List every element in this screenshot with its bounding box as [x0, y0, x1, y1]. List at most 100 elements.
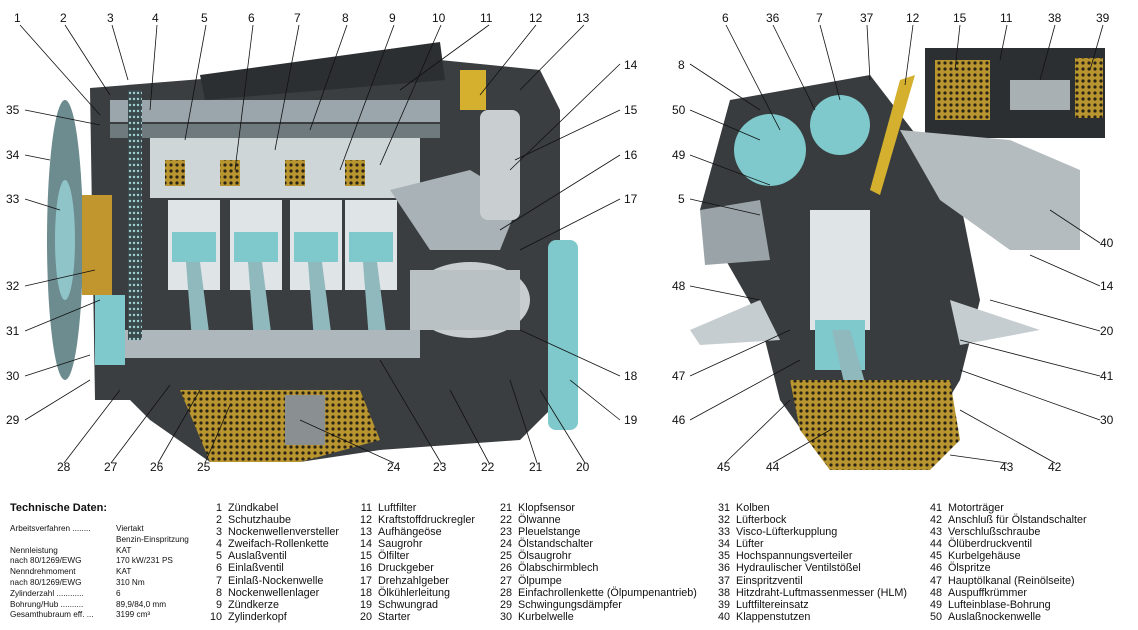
part-name: Zylinderkopf	[228, 610, 287, 623]
part-name: Luftfiltereinsatz	[736, 598, 809, 611]
tech-key: Gesamthubraum eff. ...	[10, 610, 94, 620]
part-number: 14	[359, 538, 372, 551]
tech-key: nach 80/1269/EWG	[10, 577, 82, 587]
technical-data-title: Technische Daten:	[10, 502, 107, 514]
callout-19: 19	[624, 413, 638, 427]
callout-21: 21	[529, 460, 543, 474]
cross-section-view	[690, 48, 1105, 470]
part-name: Ölpumpe	[518, 574, 562, 587]
part-name: Ölkühlerleitung	[378, 586, 451, 599]
part-number: 23	[499, 526, 512, 539]
callout-23: 23	[433, 460, 447, 474]
callout-35: 35	[6, 103, 20, 117]
tech-value: 3199 cm³	[116, 610, 151, 620]
callout-29: 29	[6, 413, 20, 427]
tech-value: KAT	[116, 545, 132, 555]
callout-r-38: 38	[1048, 11, 1062, 25]
callout-r-12: 12	[906, 11, 920, 25]
callout-2: 2	[60, 11, 67, 25]
callout-28: 28	[57, 460, 71, 474]
part-name: Klopfsensor	[518, 502, 576, 514]
part-number: 40	[717, 610, 730, 623]
part-number: 9	[215, 598, 222, 611]
part-name: Auslaßventil	[228, 550, 287, 563]
part-name: Hochspannungsverteiler	[736, 550, 853, 563]
callout-r-36: 36	[766, 11, 780, 25]
callout-r-8: 8	[678, 58, 685, 72]
part-name: Drehzahlgeber	[378, 574, 449, 587]
callout-r-41: 41	[1100, 369, 1114, 383]
part-number: 36	[717, 562, 730, 575]
tech-value: Viertakt	[116, 524, 144, 533]
side-cutaway-view	[47, 42, 578, 462]
part-name: Hydraulischer Ventilstößel	[736, 562, 861, 575]
callout-16: 16	[624, 148, 638, 162]
part-name: Ölwanne	[518, 514, 561, 527]
callout-12: 12	[529, 11, 543, 25]
part-number: 1	[215, 502, 222, 514]
tech-key	[10, 535, 116, 546]
part-number: 35	[717, 550, 730, 563]
part-name: Starter	[378, 610, 411, 623]
callout-1: 1	[14, 11, 21, 25]
part-number: 16	[359, 562, 372, 575]
callout-r-30: 30	[1100, 413, 1114, 427]
part-name: Lüfter	[736, 538, 764, 551]
part-name: Klappenstutzen	[736, 610, 811, 623]
part-entry: 35 Hochspannungsverteiler	[708, 550, 907, 562]
callout-3: 3	[107, 11, 114, 25]
callout-17: 17	[624, 192, 638, 206]
part-name: Ölspritze	[948, 562, 991, 575]
part-name: Aufhängeöse	[378, 526, 442, 539]
callout-r-14: 14	[1100, 279, 1114, 293]
callout-r-11: 11	[1000, 11, 1013, 25]
callout-r-37: 37	[860, 11, 874, 25]
callout-r-44: 44	[766, 460, 780, 474]
part-name: Schwingungsdämpfer	[518, 598, 622, 611]
technical-data: Technische Daten: Arbeitsverfahren .....…	[10, 502, 210, 621]
part-number: 6	[215, 562, 222, 575]
part-number: 8	[215, 586, 222, 599]
callout-r-50: 50	[672, 103, 686, 117]
part-name: Einlaßventil	[228, 562, 284, 575]
part-name: Auslaßnockenwelle	[948, 610, 1042, 623]
callout-34: 34	[6, 148, 20, 162]
engine-illustration: 1 2 3 4 5 6 7 8 9 10 11 12 13 14 15 16 1…	[6, 11, 1114, 474]
part-number: 38	[717, 586, 730, 599]
part-name: Einlaß-Nockenwelle	[228, 574, 324, 587]
callout-18: 18	[624, 369, 638, 383]
part-number: 12	[359, 514, 372, 527]
part-number: 37	[717, 574, 730, 587]
callout-11: 11	[480, 11, 493, 25]
callout-r-46: 46	[672, 413, 686, 427]
tech-key: Zylinderzahl ............	[10, 588, 84, 598]
callout-27: 27	[104, 460, 118, 474]
